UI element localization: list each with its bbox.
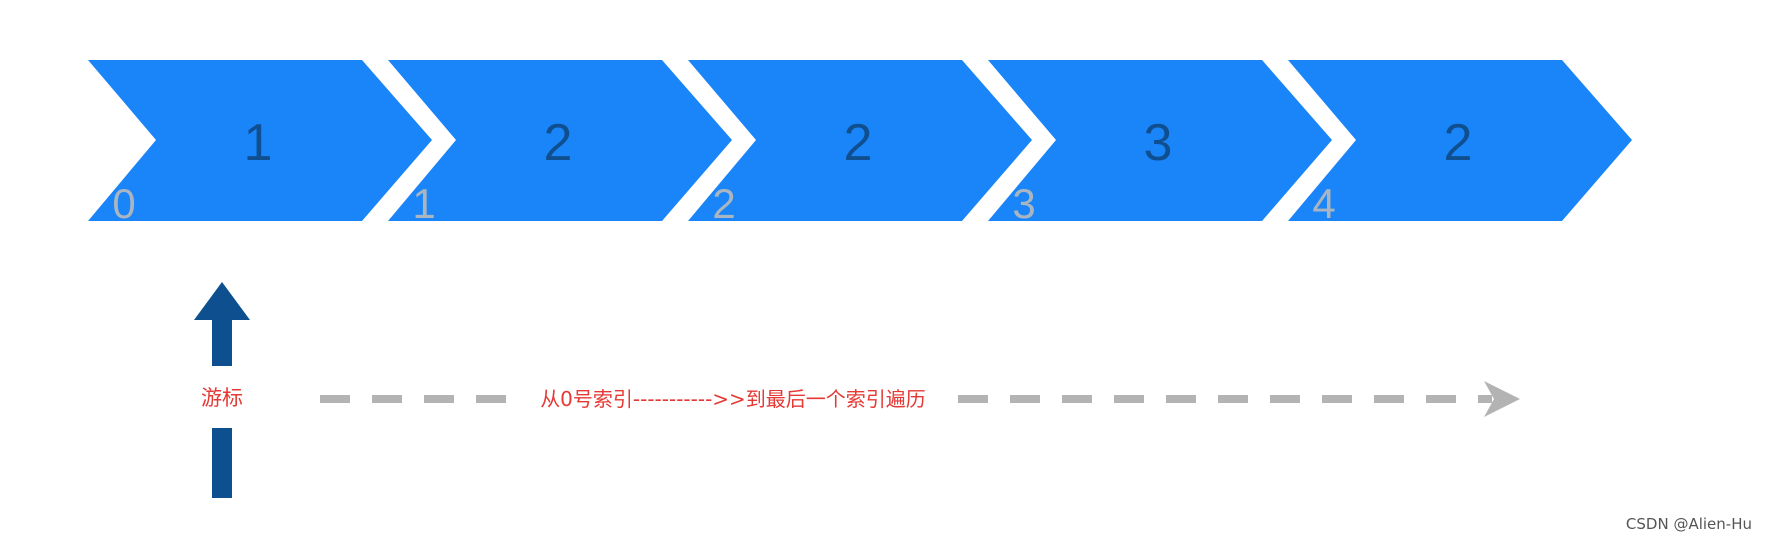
array-cell: 24 [1288,60,1632,227]
array-cell-chevron [988,60,1332,221]
array-cell-chevron [688,60,1032,221]
cursor-arrow-shaft-bottom [212,428,232,498]
traversal-arrow: 从0号索引----------->>到最后一个索引遍历 [320,381,1520,417]
array-cell-value: 2 [544,114,573,172]
array-cell-index: 1 [412,180,435,227]
cursor-arrow-shaft-top [212,318,232,366]
array-cell-index: 0 [112,180,135,227]
traversal-arrow-head [1484,381,1520,417]
array-cell-chevron [388,60,732,221]
array-cell-chevron [88,60,432,221]
array-cell: 33 [988,60,1332,227]
array-cell-value: 1 [244,114,273,172]
array-cell-index: 3 [1012,180,1035,227]
array-cell-value: 2 [844,114,873,172]
array-cell: 21 [388,60,732,227]
array-cell: 22 [688,60,1032,227]
array-cell-chevron [1288,60,1632,221]
cursor-arrow: 游标 [194,282,250,498]
cursor-arrow-head [194,282,250,320]
array-cell-index: 4 [1312,180,1335,227]
array-cell-value: 3 [1144,114,1173,172]
array-cell: 10 [88,60,432,227]
traversal-label: 从0号索引----------->>到最后一个索引遍历 [540,387,926,411]
watermark: CSDN @Alien-Hu [1625,515,1752,533]
cursor-label: 游标 [201,386,243,410]
array-cell-index: 2 [712,180,735,227]
array-cell-value: 2 [1444,114,1473,172]
